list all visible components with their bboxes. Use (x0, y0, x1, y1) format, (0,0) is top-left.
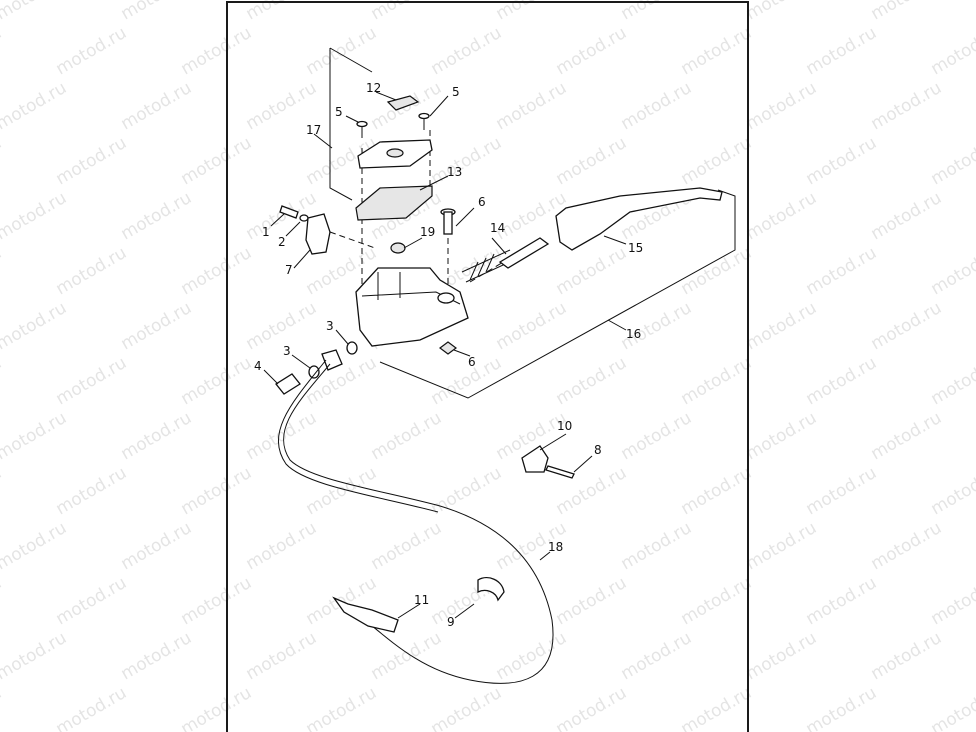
part-19-cap (390, 242, 406, 254)
callout-5-left: 5 (335, 105, 343, 119)
part-18-hose-inner (277, 359, 439, 513)
part-3-washer-upper (346, 341, 358, 355)
assembly-line-clamp (329, 231, 376, 249)
leader-lines (263, 91, 627, 619)
diagram-frame (226, 1, 749, 732)
group-bracket-17 (329, 47, 373, 201)
callout-17: 17 (306, 123, 321, 137)
group-bracket-16 (379, 189, 736, 399)
callout-4: 4 (254, 359, 262, 373)
part-14-pushrod-spring (461, 237, 550, 283)
callout-10: 10 (557, 419, 572, 433)
callout-3-upper: 3 (326, 319, 334, 333)
callout-14: 14 (490, 221, 505, 235)
callout-5-right: 5 (452, 85, 460, 99)
callout-18: 18 (548, 540, 563, 554)
pivot-boss (437, 292, 455, 304)
part-11-fitting (332, 596, 399, 633)
part-10-clip (521, 445, 549, 473)
callout-15: 15 (628, 241, 643, 255)
callout-19: 19 (420, 225, 435, 239)
cover-boss (386, 148, 404, 158)
part-5-screw-right (418, 112, 430, 130)
part-1-bolt (279, 205, 299, 219)
part-18-hose (283, 363, 554, 684)
master-cylinder-body (355, 267, 469, 347)
callout-8: 8 (594, 443, 602, 457)
part-13-diaphragm (355, 185, 433, 221)
part-6-nut (439, 341, 457, 355)
banjo-fitting (321, 349, 343, 371)
callout-6-upper: 6 (478, 195, 486, 209)
callout-13: 13 (447, 165, 462, 179)
callout-2: 2 (278, 235, 286, 249)
part-7-clamp (305, 213, 331, 255)
callout-labels: 1 2 3 3 4 5 5 6 6 7 8 9 10 11 12 13 14 1… (254, 81, 643, 629)
part-3-washer-lower (308, 365, 320, 379)
callout-12: 12 (366, 81, 381, 95)
part-9-clip (477, 577, 505, 602)
callout-16: 16 (626, 327, 641, 341)
callout-9: 9 (447, 615, 455, 629)
assembly-line-pushrod (469, 257, 511, 283)
part-8-screw (545, 465, 575, 479)
part-15-lever (555, 187, 723, 251)
callout-6-lower: 6 (468, 355, 476, 369)
callout-3-lower: 3 (283, 344, 291, 358)
part-2-washer (299, 214, 309, 222)
callout-1: 1 (262, 225, 270, 239)
callout-7: 7 (285, 263, 293, 277)
part-4-banjo-bolt (275, 373, 301, 395)
callout-11: 11 (414, 593, 429, 607)
part-6-pivot-pin (440, 208, 456, 235)
part-12-gasket (386, 95, 420, 111)
part-5-screw-left (356, 120, 368, 138)
